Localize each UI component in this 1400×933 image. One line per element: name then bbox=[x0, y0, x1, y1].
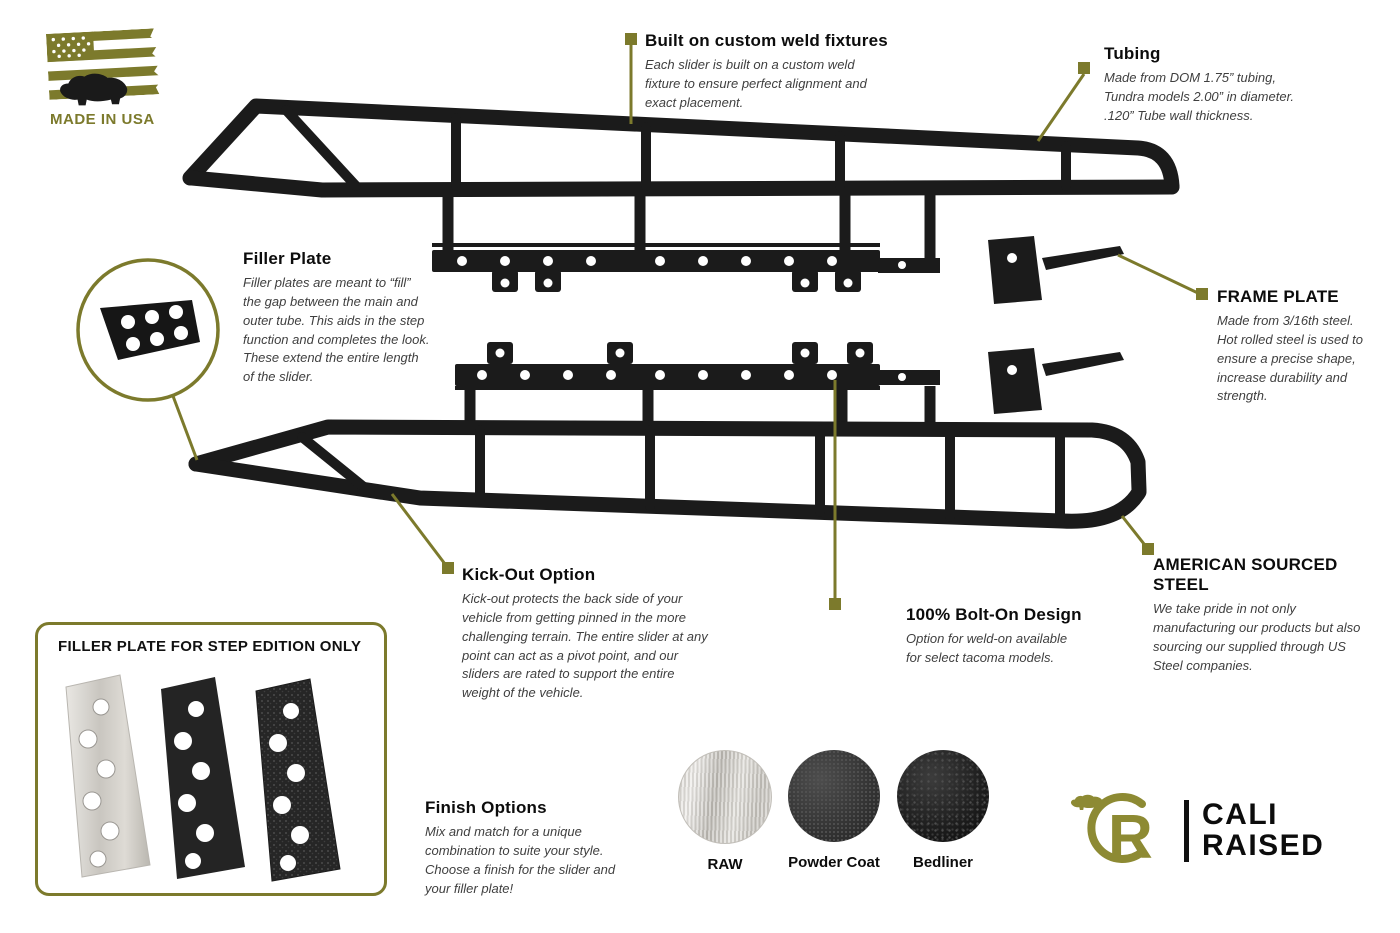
callout-american-steel: AMERICAN SOURCED STEEL We take pride in … bbox=[1153, 555, 1389, 675]
callout-american-steel-body: We take pride in not only manufacturing … bbox=[1153, 601, 1361, 673]
finish-swatches: RAW Powder Coat Bedliner bbox=[673, 750, 995, 873]
callout-bolt-on: 100% Bolt-On Design Option for weld-on a… bbox=[906, 605, 1096, 668]
callout-tubing: Tubing Made from DOM 1.75” tubing, Tundr… bbox=[1104, 44, 1332, 126]
cali-raised-logo: R CALI RAISED bbox=[1056, 792, 1324, 870]
callout-bolt-on-body: Option for weld-on available for select … bbox=[906, 631, 1068, 665]
callout-frame-plate: FRAME PLATE Made from 3/16th steel. Hot … bbox=[1217, 287, 1389, 406]
frame-bracket-bottom bbox=[988, 348, 1124, 414]
logo-letter-r: R bbox=[1108, 803, 1153, 870]
filler-plate-detail-circle bbox=[76, 258, 220, 402]
logo-line2: RAISED bbox=[1202, 829, 1325, 862]
logo-line1: CALI bbox=[1202, 798, 1278, 832]
callout-kick-out: Kick-Out Option Kick-out protects the ba… bbox=[462, 565, 718, 703]
callout-weld-fixtures-title: Built on custom weld fixtures bbox=[645, 31, 888, 50]
callout-kick-out-title: Kick-Out Option bbox=[462, 565, 596, 584]
logo-wordmark: CALI RAISED bbox=[1202, 798, 1325, 862]
callout-filler-plate: Filler Plate Filler plates are meant to … bbox=[243, 249, 439, 387]
finish-options-title: Finish Options bbox=[425, 798, 547, 817]
swatch-powder-coat: Powder Coat bbox=[782, 750, 886, 873]
logo-bear-icon bbox=[1070, 794, 1104, 810]
filler-plate-raw bbox=[65, 674, 151, 878]
filler-plate-samples bbox=[65, 674, 341, 882]
swatch-powder-coat-label: Powder Coat bbox=[788, 854, 880, 871]
bedliner-finish-icon bbox=[897, 750, 989, 842]
filler-plate-bedliner bbox=[255, 678, 341, 882]
rock-slider-bottom bbox=[188, 342, 1147, 529]
logo-divider bbox=[1184, 800, 1189, 862]
rock-slider-top bbox=[182, 98, 1180, 304]
callout-bolt-on-title: 100% Bolt-On Design bbox=[906, 605, 1082, 624]
filler-plate-powder-coat bbox=[161, 677, 245, 879]
callout-filler-plate-title: Filler Plate bbox=[243, 249, 332, 268]
callout-weld-fixtures: Built on custom weld fixtures Each slide… bbox=[645, 31, 895, 113]
leader-lines bbox=[171, 33, 1208, 610]
cali-raised-logo-icon: R bbox=[1070, 793, 1153, 870]
frame-bracket-top bbox=[988, 236, 1124, 304]
finish-options-body: Mix and match for a unique combination t… bbox=[425, 824, 616, 896]
callout-weld-fixtures-body: Each slider is built on a custom weld fi… bbox=[645, 57, 867, 110]
raw-finish-icon bbox=[678, 750, 772, 844]
finish-options: Finish Options Mix and match for a uniqu… bbox=[425, 798, 647, 898]
made-in-usa-label: MADE IN USA bbox=[50, 111, 155, 128]
filler-plate-box: FILLER PLATE FOR STEP EDITION ONLY bbox=[35, 622, 387, 896]
callout-frame-plate-body: Made from 3/16th steel. Hot rolled steel… bbox=[1217, 313, 1363, 404]
swatch-raw: RAW bbox=[673, 750, 777, 873]
callout-american-steel-title: AMERICAN SOURCED STEEL bbox=[1153, 555, 1338, 594]
mount-tabs-top bbox=[492, 270, 861, 292]
swatch-bedliner-label: Bedliner bbox=[912, 854, 973, 871]
swatch-bedliner: Bedliner bbox=[891, 750, 995, 873]
callout-kick-out-body: Kick-out protects the back side of your … bbox=[462, 591, 708, 701]
powder-coat-finish-icon bbox=[788, 750, 880, 842]
filler-plate-box-title: FILLER PLATE FOR STEP EDITION ONLY bbox=[58, 638, 362, 655]
callout-frame-plate-title: FRAME PLATE bbox=[1217, 287, 1339, 306]
callout-tubing-title: Tubing bbox=[1104, 44, 1161, 63]
callout-tubing-body: Made from DOM 1.75” tubing, Tundra model… bbox=[1104, 70, 1295, 123]
swatch-raw-label: RAW bbox=[707, 856, 743, 873]
callout-filler-plate-body: Filler plates are meant to “fill” the ga… bbox=[243, 275, 430, 385]
mount-tabs-bottom bbox=[487, 342, 873, 364]
bear-silhouette-icon bbox=[60, 73, 128, 106]
